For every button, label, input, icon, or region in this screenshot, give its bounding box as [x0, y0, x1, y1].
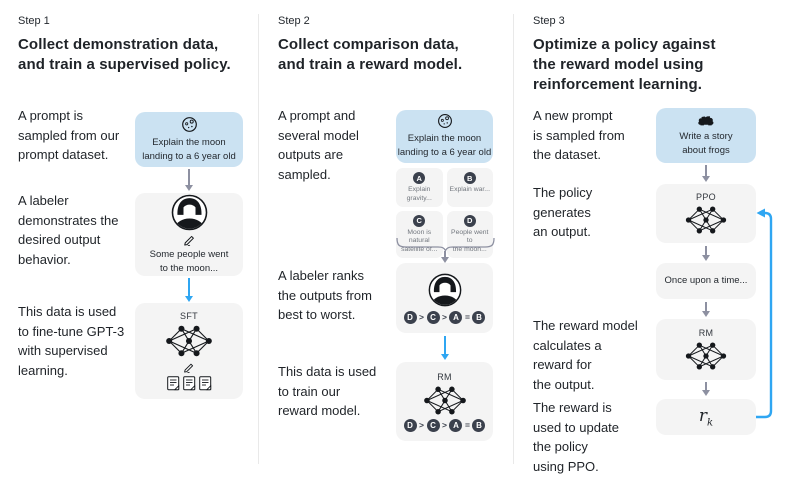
arrow-down-icon — [701, 246, 711, 261]
rank-separator: > — [442, 420, 447, 430]
neural-network-icon — [684, 341, 728, 371]
step1-prompt-text: Explain the moon landing to a 6 year old — [142, 136, 236, 162]
step2-labeler-box: D > C > A = B — [396, 263, 493, 333]
arrow-down-icon — [184, 169, 194, 191]
step1-labeler-output: Some people went to the moon... — [149, 248, 229, 274]
step1-paragraph-1: A prompt is sampled from our prompt data… — [18, 108, 120, 162]
person-icon — [428, 273, 462, 307]
moon-icon — [181, 116, 198, 133]
arrow-down-icon — [440, 336, 450, 360]
step2-rm-box: RM D > C > A = B — [396, 362, 493, 441]
neural-network-icon — [422, 385, 468, 416]
brace-icon — [396, 237, 495, 251]
rm-model-label: RM — [437, 371, 452, 382]
output-a-badge: A — [413, 172, 426, 184]
output-b-badge: B — [463, 172, 476, 184]
output-d-badge: D — [463, 214, 476, 227]
output-c-text: Moon is natural satellite of... — [401, 228, 438, 254]
step2-paragraph-2: A labeler ranks the outputs from best to… — [278, 268, 372, 322]
step2-paragraph-3: This data is used to train our reward mo… — [278, 364, 377, 418]
step3-title: Optimize a policy against the reward mod… — [533, 36, 716, 94]
output-c-box: C Moon is natural satellite of... — [396, 210, 443, 259]
ranking-row: D > C > A = B — [403, 310, 486, 324]
step3-output-text: Once upon a time... — [664, 275, 748, 287]
rank-chip: A — [449, 310, 463, 324]
rank-chip: B — [472, 418, 486, 432]
step1-sft-box: SFT — [135, 303, 243, 399]
step1-paragraph-3: This data is used to fine-tune GPT-3 wit… — [18, 304, 125, 378]
step3-label: Step 3 — [533, 15, 565, 27]
step1-labeler-box: Some people went to the moon... — [135, 193, 243, 276]
step3-rm-box: RM — [656, 319, 756, 380]
rank-separator: = — [464, 420, 470, 430]
step3-paragraph-2: The policy generates an output. — [533, 185, 593, 239]
step2-prompt-box: Explain the moon landing to a 6 year old — [396, 110, 493, 163]
step1-paragraph-2: A labeler demonstrates the desired outpu… — [18, 193, 119, 267]
output-a-box: A Explain gravity... — [396, 168, 443, 207]
rank-chip: A — [449, 418, 463, 432]
ranking-row: D > C > A = B — [403, 418, 486, 432]
step3-output-box: Once upon a time... — [656, 263, 756, 299]
rank-chip: C — [426, 418, 440, 432]
rank-chip: B — [472, 310, 486, 324]
neural-network-icon — [164, 324, 214, 358]
step3-reward-box: rk — [656, 399, 756, 435]
step1-label: Step 1 — [18, 15, 50, 27]
documents-icon — [166, 376, 212, 391]
step3-paragraph-4: The reward is used to update the policy … — [533, 400, 620, 474]
rm-model-label: RM — [698, 328, 714, 338]
neural-network-icon — [684, 205, 728, 235]
arrow-down-icon — [440, 251, 450, 263]
arrow-down-icon — [701, 302, 711, 317]
rank-chip: C — [426, 310, 440, 324]
column-divider — [258, 14, 259, 464]
pencil-icon — [183, 361, 195, 373]
step2-paragraph-1: A prompt and several model outputs are s… — [278, 108, 359, 182]
rank-separator: = — [464, 312, 470, 322]
frog-icon — [697, 113, 716, 127]
moon-icon — [437, 113, 453, 129]
rank-separator: > — [442, 312, 447, 322]
step3-paragraph-3: The reward model calculates a reward for… — [533, 318, 638, 392]
arrow-down-icon — [701, 382, 711, 396]
step2-title: Collect comparison data, and train a rew… — [278, 36, 463, 74]
step2-model-outputs: A Explain gravity... B Explain war... C … — [396, 168, 493, 259]
step3-prompt-text: Write a story about frogs — [679, 131, 733, 156]
rank-separator: > — [419, 420, 425, 430]
step1-title: Collect demonstration data, and train a … — [18, 36, 231, 74]
rank-separator: > — [419, 312, 425, 322]
step3-paragraph-1: A new prompt is sampled from the dataset… — [533, 108, 625, 162]
column-divider — [513, 14, 514, 464]
output-b-text: Explain war... — [449, 186, 490, 193]
step3-prompt-box: Write a story about frogs — [656, 108, 756, 163]
arrow-down-icon — [701, 165, 711, 182]
step3-ppo-box: PPO — [656, 184, 756, 243]
output-c-badge: C — [413, 214, 426, 227]
output-d-text: People went to the moon... — [451, 228, 489, 254]
pencil-icon — [183, 233, 196, 246]
rank-chip: D — [403, 310, 417, 324]
arrow-down-icon — [184, 278, 194, 302]
person-icon — [171, 194, 208, 231]
output-d-box: D People went to the moon... — [446, 210, 493, 259]
sft-model-label: SFT — [180, 311, 198, 321]
output-b-box: B Explain war... — [446, 168, 493, 207]
feedback-loop-arrow-icon — [756, 206, 778, 422]
output-a-text: Explain gravity... — [406, 186, 432, 202]
step2-prompt-text: Explain the moon landing to a 6 year old — [397, 133, 492, 158]
step2-label: Step 2 — [278, 15, 310, 27]
step1-prompt-box: Explain the moon landing to a 6 year old — [135, 112, 243, 167]
reward-value: rk — [698, 405, 714, 429]
ppo-model-label: PPO — [696, 192, 716, 202]
rank-chip: D — [403, 418, 417, 432]
